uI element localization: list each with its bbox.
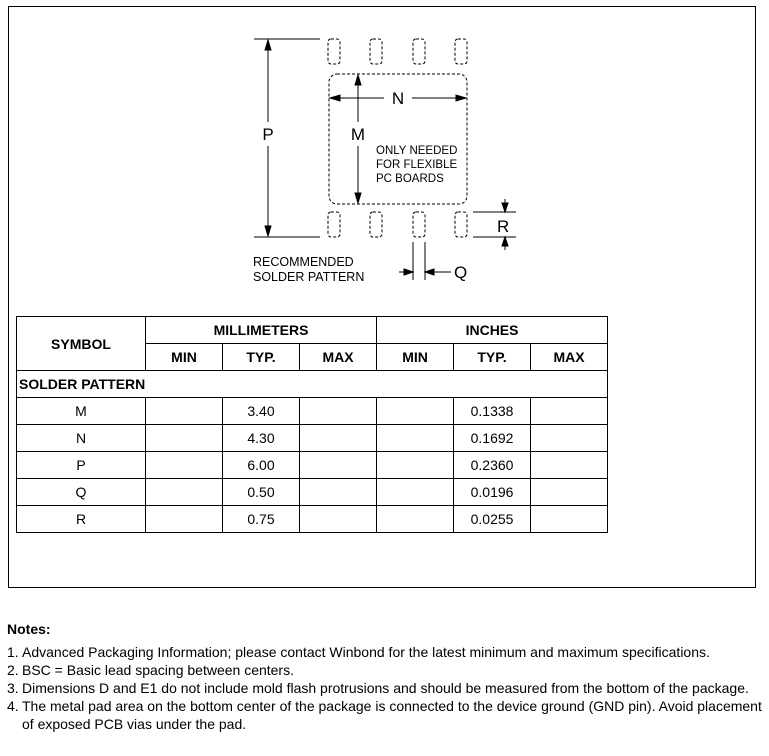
in-min-cell bbox=[376, 505, 455, 533]
table-row: N 4.30 0.1692 bbox=[16, 424, 609, 452]
note-number: 3. bbox=[7, 680, 19, 696]
dimension-r bbox=[473, 199, 516, 250]
note-item: 3. Dimensions D and E1 do not include mo… bbox=[7, 679, 765, 697]
in-min-cell bbox=[376, 451, 455, 479]
in-typ-cell: 0.1338 bbox=[453, 397, 532, 425]
in-max-cell bbox=[530, 397, 609, 425]
notes-list: 1. Advanced Packaging Information; pleas… bbox=[7, 643, 765, 733]
in-typ-cell: 0.2360 bbox=[453, 451, 532, 479]
pad-bottom-4 bbox=[454, 211, 468, 238]
flex-note-line-1: ONLY NEEDED bbox=[376, 145, 457, 157]
mm-min-cell bbox=[145, 451, 223, 479]
notes-title: Notes: bbox=[7, 621, 51, 637]
pad-top-3 bbox=[412, 38, 426, 65]
mm-max-cell bbox=[298, 397, 378, 425]
note-text: BSC = Basic lead spacing between centers… bbox=[22, 662, 294, 678]
mm-max-cell bbox=[298, 451, 378, 479]
section-row: SOLDER PATTERN bbox=[15, 370, 609, 398]
mm-typ-cell: 0.75 bbox=[222, 505, 300, 533]
pad-top-2 bbox=[369, 38, 383, 65]
note-number: 4. bbox=[7, 698, 19, 714]
symbol-cell: N bbox=[16, 424, 146, 452]
mm-typ-header: TYP. bbox=[222, 343, 300, 371]
mm-typ-cell: 6.00 bbox=[222, 451, 300, 479]
note-text: The metal pad area on the bottom center … bbox=[22, 698, 762, 732]
symbol-cell: M bbox=[16, 397, 146, 425]
inches-header: INCHES bbox=[376, 316, 609, 344]
mm-min-header: MIN bbox=[145, 343, 223, 371]
in-typ-cell: 0.0255 bbox=[453, 505, 532, 533]
in-min-cell bbox=[376, 397, 455, 425]
section-label: SOLDER PATTERN bbox=[15, 370, 609, 398]
mm-typ-cell: 4.30 bbox=[222, 424, 300, 452]
note-item: 4. The metal pad area on the bottom cent… bbox=[7, 697, 765, 733]
dimension-table: SYMBOL MILLIMETERS INCHES MIN TYP. MAX M… bbox=[15, 316, 609, 533]
note-text: Dimensions D and E1 do not include mold … bbox=[22, 680, 749, 696]
label-n: N bbox=[392, 89, 404, 108]
center-pad bbox=[328, 73, 468, 205]
bottom-pads bbox=[327, 211, 468, 238]
label-m: M bbox=[351, 125, 365, 144]
millimeters-header: MILLIMETERS bbox=[144, 316, 378, 344]
note-item: 2. BSC = Basic lead spacing between cent… bbox=[7, 661, 765, 679]
header-row: SYMBOL MILLIMETERS INCHES bbox=[16, 316, 609, 371]
note-number: 2. bbox=[7, 662, 19, 678]
mm-typ-cell: 0.50 bbox=[222, 478, 300, 506]
symbol-cell: P bbox=[16, 451, 146, 479]
mm-min-cell bbox=[145, 478, 223, 506]
caption-line-2: SOLDER PATTERN bbox=[253, 270, 364, 284]
in-typ-cell: 0.0196 bbox=[453, 478, 532, 506]
dimension-p bbox=[254, 38, 320, 238]
pad-top-4 bbox=[454, 38, 468, 65]
mm-min-cell bbox=[145, 424, 223, 452]
label-q: Q bbox=[454, 263, 467, 282]
table-row: Q 0.50 0.0196 bbox=[16, 478, 609, 506]
table-row: M 3.40 0.1338 bbox=[16, 397, 609, 425]
table-row: R 0.75 0.0255 bbox=[16, 505, 609, 533]
flex-note-line-3: PC BOARDS bbox=[376, 173, 444, 185]
mm-max-cell bbox=[298, 505, 378, 533]
pad-top-1 bbox=[327, 38, 341, 65]
symbol-cell: Q bbox=[16, 478, 146, 506]
mm-min-cell bbox=[145, 397, 223, 425]
mm-min-cell bbox=[145, 505, 223, 533]
mm-max-cell bbox=[298, 478, 378, 506]
table-row: P 6.00 0.2360 bbox=[16, 451, 609, 479]
in-typ-cell: 0.1692 bbox=[453, 424, 532, 452]
solder-pattern-drawing: P M N R Q ONLY NEEDED FOR FLEXIBLE PC BO… bbox=[253, 38, 516, 284]
in-max-cell bbox=[530, 424, 609, 452]
flex-note-line-2: FOR FLEXIBLE bbox=[376, 159, 457, 171]
dimension-q bbox=[399, 242, 451, 280]
in-max-cell bbox=[530, 451, 609, 479]
pad-bottom-2 bbox=[369, 211, 383, 238]
symbol-header: SYMBOL bbox=[16, 316, 146, 371]
label-r: R bbox=[497, 217, 509, 236]
in-typ-header: TYP. bbox=[453, 343, 532, 371]
in-min-cell bbox=[376, 424, 455, 452]
top-pads bbox=[327, 38, 468, 65]
in-min-header: MIN bbox=[376, 343, 455, 371]
drawing-frame bbox=[8, 6, 756, 588]
pad-bottom-1 bbox=[327, 211, 341, 238]
caption-line-1: RECOMMENDED bbox=[253, 255, 354, 269]
mm-max-cell bbox=[298, 424, 378, 452]
pad-bottom-3 bbox=[412, 211, 426, 238]
note-text: Advanced Packaging Information; please c… bbox=[22, 644, 710, 660]
in-max-cell bbox=[530, 478, 609, 506]
in-max-cell bbox=[530, 505, 609, 533]
subheader-row: MIN TYP. MAX MIN TYP. MAX bbox=[17, 343, 609, 371]
label-p: P bbox=[262, 125, 273, 144]
mm-max-header: MAX bbox=[298, 343, 378, 371]
symbol-cell: R bbox=[16, 505, 146, 533]
in-max-header: MAX bbox=[530, 343, 609, 371]
in-min-cell bbox=[376, 478, 455, 506]
notes-section: Notes: 1. Advanced Packaging Information… bbox=[7, 620, 765, 733]
mm-typ-cell: 3.40 bbox=[222, 397, 300, 425]
dimension-n bbox=[328, 94, 468, 102]
note-number: 1. bbox=[7, 644, 19, 660]
note-item: 1. Advanced Packaging Information; pleas… bbox=[7, 643, 765, 661]
